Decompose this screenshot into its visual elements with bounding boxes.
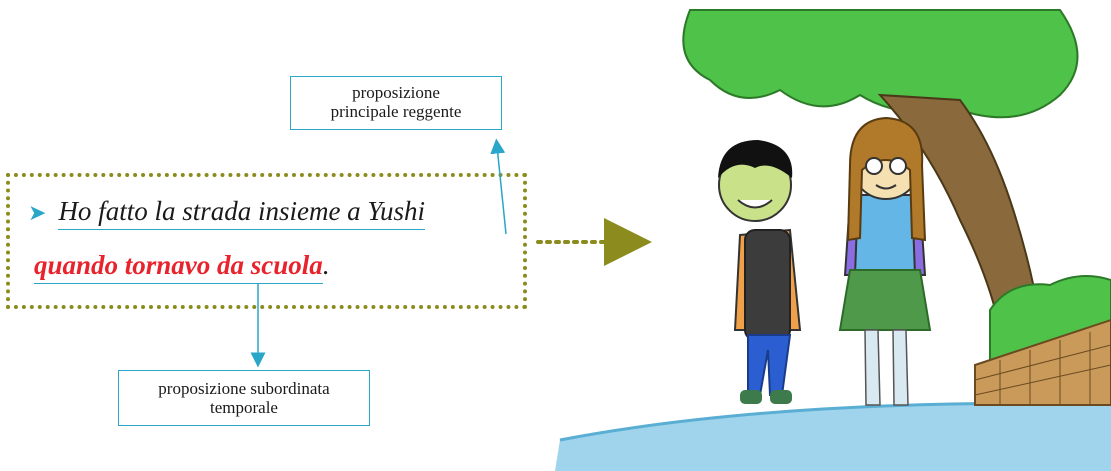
boy bbox=[718, 140, 802, 404]
subordinate-clause-label: proposizione subordinata temporale bbox=[118, 370, 370, 426]
main-clause-label: proposizione principale reggente bbox=[290, 76, 502, 130]
subordinate-clause-label-line1: proposizione subordinata bbox=[158, 379, 330, 398]
bullet-arrow-icon: ➤ bbox=[28, 200, 47, 225]
sentence-end-punct: . bbox=[322, 250, 330, 280]
sentence-line-1: ➤ Ho fatto la strada insieme a Yushi bbox=[28, 196, 425, 230]
subordinate-clause-label-line2: temporale bbox=[210, 398, 278, 417]
main-clause-text: Ho fatto la strada insieme a Yushi bbox=[58, 196, 425, 230]
sentence-frame bbox=[6, 173, 527, 309]
sentence-line-2: quando tornavo da scuola. bbox=[34, 250, 330, 284]
main-clause-label-line2: principale reggente bbox=[330, 102, 462, 121]
subordinate-clause-text: quando tornavo da scuola bbox=[34, 250, 323, 284]
tree-canopy bbox=[682, 9, 1079, 119]
girl bbox=[838, 116, 932, 406]
ground bbox=[555, 403, 1111, 471]
arrow-to-main-label bbox=[490, 138, 507, 235]
main-clause-label-line1: proposizione bbox=[352, 83, 440, 102]
illustration bbox=[555, 9, 1111, 471]
